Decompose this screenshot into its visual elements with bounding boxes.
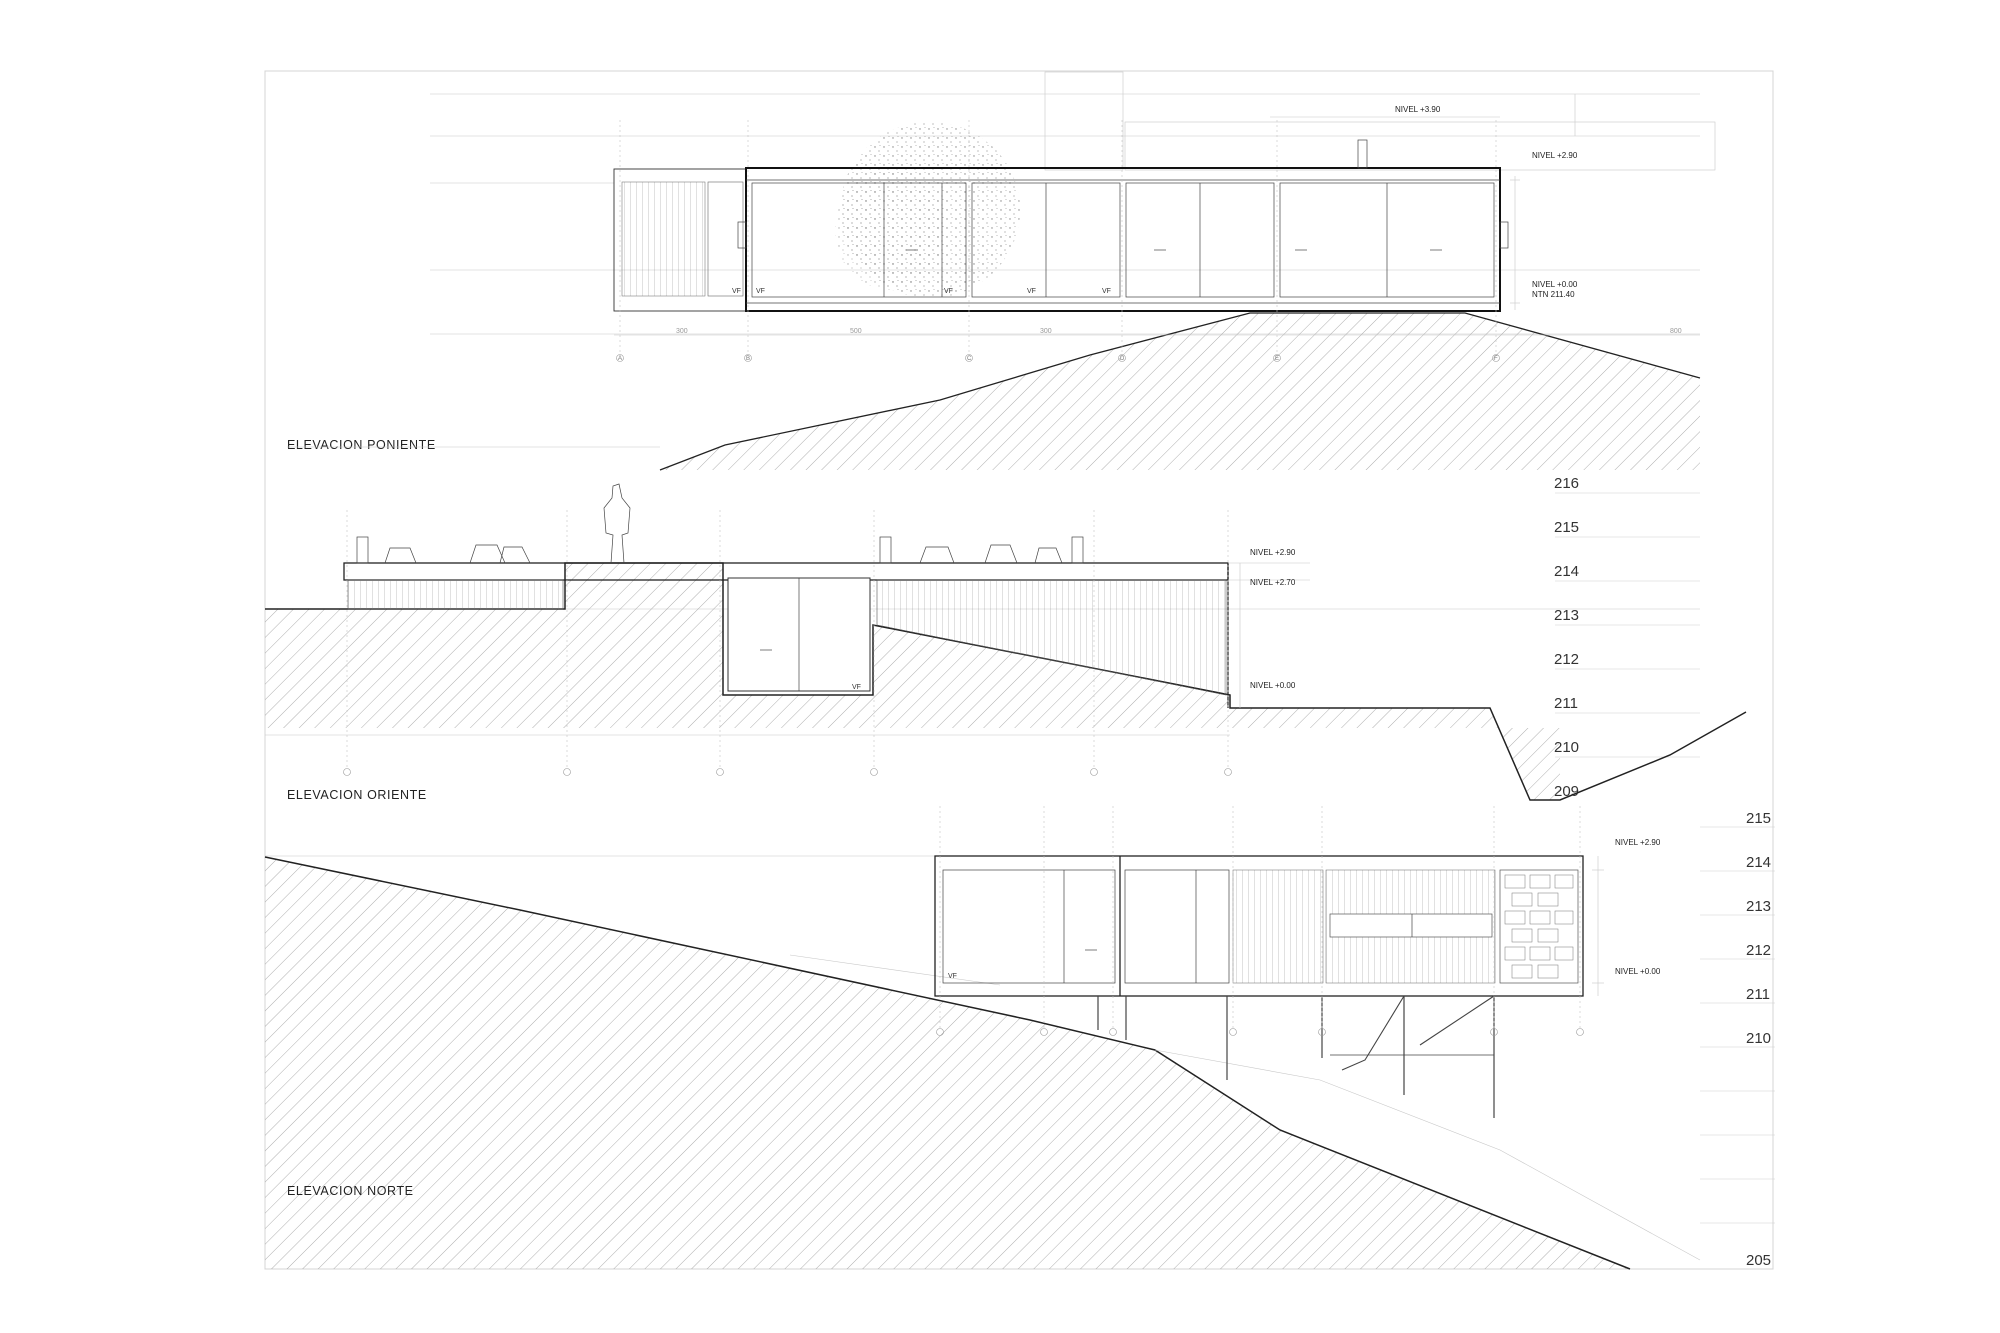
grid-axis-label: D: [1120, 356, 1125, 362]
level-scale-label: 212: [1746, 942, 1771, 959]
level-scale-label: 215: [1554, 519, 1579, 536]
elevation-title: ELEVACION NORTE: [287, 1184, 414, 1198]
level-scale-label: 210: [1746, 1030, 1771, 1047]
grid-axis-label: A: [618, 356, 622, 362]
tag-vf: VF: [948, 973, 957, 980]
level-scale-b: 215 214 213 212 211 210 205: [1700, 810, 1775, 1269]
level-label: NIVEL +0.00: [1250, 681, 1296, 690]
level-label: NIVEL +2.90: [1615, 838, 1661, 847]
tag-vf: VF: [732, 288, 741, 295]
level-label: NIVEL +0.00: [1615, 967, 1661, 976]
grid-axis-label: B: [746, 356, 750, 362]
terrain-poniente: [660, 313, 1700, 470]
level-label: NIVEL +2.70: [1250, 578, 1296, 587]
level-label: NIVEL +3.90: [1395, 105, 1441, 114]
level-label: NIVEL +2.90: [1532, 151, 1578, 160]
level-label: NIVEL +0.00: [1532, 280, 1578, 289]
level-label: NIVEL +2.90: [1250, 548, 1296, 557]
elevation-title: ELEVACION ORIENTE: [287, 788, 427, 802]
level-scale-label: 214: [1746, 854, 1771, 871]
level-scale-label: 215: [1746, 810, 1771, 827]
level-scale-label: 213: [1746, 898, 1771, 915]
elevation-poniente: VF VF VF VF VF A B C D E F 300 500 300 8…: [287, 71, 1716, 471]
dimension-label: 800: [1670, 328, 1682, 335]
elevation-title: ELEVACION PONIENTE: [287, 438, 436, 452]
elevation-oriente: VF: [265, 483, 1747, 802]
level-scale-label: 210: [1554, 739, 1579, 756]
elevation-norte: VF: [264, 806, 1701, 1270]
tag-vf: VF: [756, 288, 765, 295]
dimension-label: 500: [850, 328, 862, 335]
level-label: NTN 211.40: [1532, 290, 1575, 299]
level-scale-a: 216 215 214 213 212 211 210 209: [1554, 475, 1700, 800]
level-scale-label: 212: [1554, 651, 1579, 668]
grid-axis-label: C: [967, 356, 972, 362]
grid-axis-label: E: [1275, 356, 1279, 362]
level-scale-label: 214: [1554, 563, 1579, 580]
level-scale-label: 216: [1554, 475, 1579, 492]
tag-vf: VF: [944, 288, 953, 295]
building-norte: [934, 855, 1584, 997]
terrain-norte: [265, 857, 1630, 1269]
human-figure: [603, 483, 631, 564]
terrain-oriente: [265, 563, 1560, 800]
tag-vf: VF: [1027, 288, 1036, 295]
tag-vf: VF: [1102, 288, 1111, 295]
level-scale-label: 209: [1554, 783, 1579, 800]
level-scale-label: 213: [1554, 607, 1579, 624]
level-scale-label: 211: [1746, 986, 1770, 1003]
tag-vf: VF: [852, 684, 861, 691]
dimension-label: 300: [676, 328, 688, 335]
level-scale-label: 211: [1554, 695, 1578, 712]
grid-axis-label: F: [1494, 356, 1498, 362]
level-scale-label: 205: [1746, 1252, 1771, 1269]
dimension-label: 300: [1040, 328, 1052, 335]
